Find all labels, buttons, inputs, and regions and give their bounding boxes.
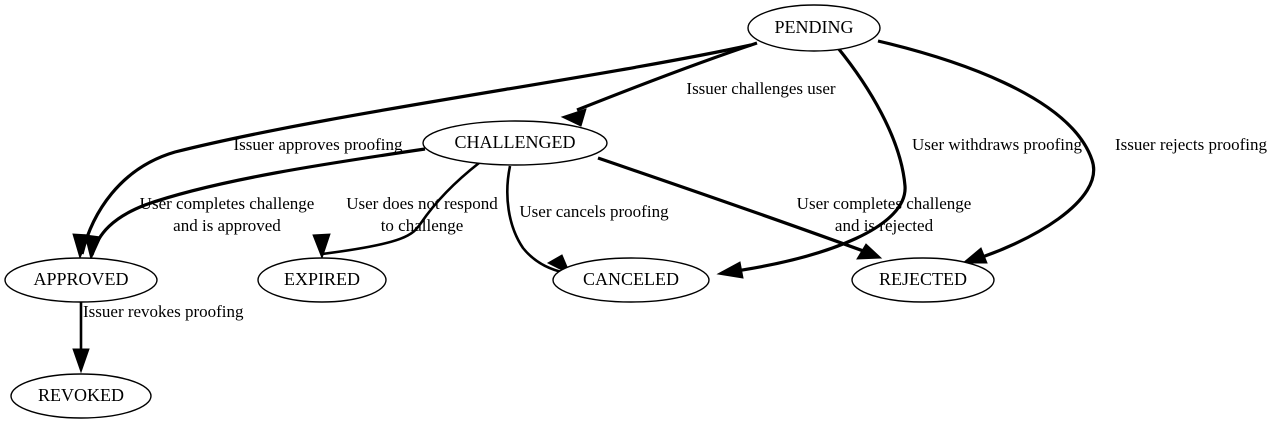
edge-label-pending-approved: Issuer approves proofing — [233, 135, 403, 154]
node-challenged[interactable]: CHALLENGED — [422, 120, 608, 166]
node-expired[interactable]: EXPIRED — [257, 257, 387, 303]
node-rejected-ellipse — [851, 257, 995, 303]
edge-challenged-approved-path — [90, 147, 426, 256]
edge-pending-challenged[interactable] — [560, 41, 758, 127]
edge-pending-rejected-path — [877, 39, 1096, 264]
edge-challenged-canceled-path — [506, 165, 567, 275]
node-approved-ellipse — [4, 257, 158, 303]
edge-label-approved-revoked: Issuer revokes proofing — [83, 302, 244, 321]
node-expired-label: EXPIRED — [284, 269, 360, 289]
edge-label-challenged-rejected-line1: User completes challenge — [797, 194, 972, 213]
edge-challenged-expired-arrowhead — [312, 233, 331, 260]
node-pending-label: PENDING — [775, 17, 854, 37]
edge-pending-canceled-path — [721, 46, 907, 275]
edge-label-challenged-approved-line1: User completes challenge — [140, 194, 315, 213]
node-challenged-label: CHALLENGED — [455, 132, 576, 152]
node-pending-ellipse — [747, 4, 881, 52]
node-expired-ellipse — [257, 257, 387, 303]
node-revoked[interactable]: REVOKED — [10, 373, 152, 419]
edge-pending-approved[interactable] — [72, 43, 752, 260]
node-pending[interactable]: PENDING — [747, 4, 881, 52]
edge-label-pending-challenged: Issuer challenges user — [686, 79, 836, 98]
edge-challenged-rejected-arrowhead — [856, 243, 883, 260]
edge-pending-rejected-arrowhead — [961, 247, 988, 264]
edge-pending-approved-arrowhead — [72, 233, 90, 260]
edge-label-challenged-expired-line2: to challenge — [381, 216, 464, 235]
node-revoked-ellipse — [10, 373, 152, 419]
edge-challenged-approved-arrowhead — [84, 234, 102, 261]
edge-label-pending-canceled: User withdraws proofing — [912, 135, 1082, 154]
node-approved[interactable]: APPROVED — [4, 257, 158, 303]
edge-label-challenged-rejected-line2: and is rejected — [835, 216, 934, 235]
edge-approved-revoked-arrowhead — [72, 348, 90, 374]
node-approved-label: APPROVED — [33, 269, 128, 289]
edge-label-challenged-approved-line2: and is approved — [173, 216, 281, 235]
edge-pending-rejected[interactable] — [877, 39, 1096, 264]
node-canceled[interactable]: CANCELED — [552, 257, 710, 303]
node-revoked-label: REVOKED — [38, 385, 124, 405]
edge-challenged-expired-path — [321, 161, 480, 256]
edge-label-challenged-canceled: User cancels proofing — [519, 202, 669, 221]
edge-pending-canceled-arrowhead — [716, 261, 744, 279]
edge-pending-challenged-arrowhead — [560, 108, 587, 127]
edge-pending-approved-path — [80, 43, 752, 255]
edge-label-pending-rejected: Issuer rejects proofing — [1115, 135, 1268, 154]
edge-label-challenged-expired-line1: User does not respond — [346, 194, 498, 213]
edge-challenged-approved[interactable] — [84, 147, 426, 261]
node-rejected-label: REJECTED — [879, 269, 967, 289]
edge-approved-revoked[interactable] — [72, 302, 90, 374]
node-canceled-label: CANCELED — [583, 269, 679, 289]
node-canceled-ellipse — [552, 257, 710, 303]
node-challenged-ellipse — [422, 120, 608, 166]
node-rejected[interactable]: REJECTED — [851, 257, 995, 303]
edge-challenged-expired[interactable] — [312, 161, 480, 260]
edge-pending-challenged-path — [576, 41, 758, 112]
edge-pending-canceled[interactable] — [716, 46, 907, 279]
